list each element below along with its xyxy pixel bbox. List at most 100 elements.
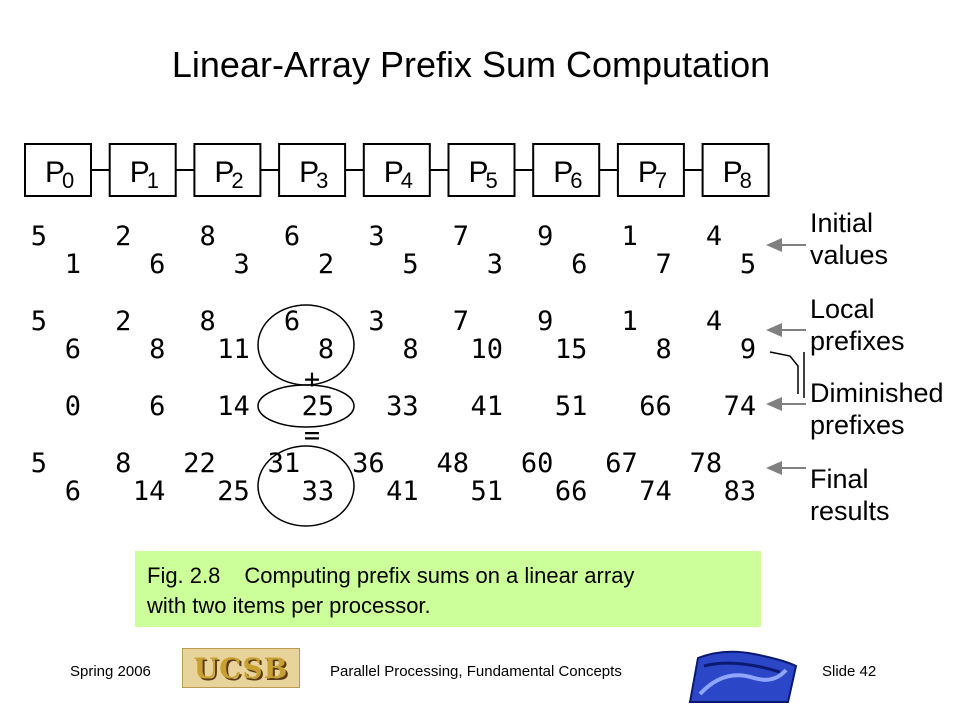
row2-bottom-7: 66 — [639, 391, 672, 422]
side-label-final-1: results — [810, 496, 890, 526]
row1-top-0: 5 — [31, 306, 47, 337]
side-label-initial-0: Initial — [810, 208, 873, 238]
processor-box-5 — [447, 143, 516, 197]
processor-label-2: P — [214, 156, 234, 189]
row3-top-1: 8 — [115, 448, 131, 479]
footer-course-title: Parallel Processing, Fundamental Concept… — [330, 663, 622, 680]
processor-subscript-4: 4 — [401, 168, 413, 193]
row0-top-6: 9 — [537, 221, 553, 252]
row2-bottom-5: 41 — [470, 391, 503, 422]
processor-subscript-0: 0 — [62, 168, 74, 193]
row1-top-2: 8 — [200, 306, 216, 337]
row0-bottom-5: 3 — [487, 249, 503, 280]
row3-top-8: 78 — [690, 448, 723, 479]
processor-subscript-6: 6 — [570, 168, 582, 193]
row0-top-0: 5 — [31, 221, 47, 252]
row0-top-4: 3 — [368, 221, 384, 252]
row-arrow-head-2 — [766, 397, 782, 411]
processor-label-0: P — [45, 156, 65, 189]
processor-label-3: P — [299, 156, 319, 189]
highlight-oval-1 — [257, 384, 355, 428]
row1-bottom-8: 9 — [740, 334, 756, 365]
row0-bottom-1: 6 — [149, 249, 165, 280]
equals-sign: = — [304, 420, 320, 451]
row3-top-2: 22 — [183, 448, 216, 479]
row1-top-7: 1 — [622, 306, 638, 337]
caption-figure-number: Fig. 2.8 — [147, 563, 221, 588]
row0-bottom-3: 2 — [318, 249, 334, 280]
row0-bottom-0: 1 — [65, 249, 81, 280]
processor-label-4: P — [384, 156, 404, 189]
side-label-diminished-0: Diminished — [810, 378, 944, 408]
row1-top-3: 6 — [284, 306, 300, 337]
row3-top-6: 60 — [521, 448, 554, 479]
shift-connector — [769, 351, 799, 394]
bparhami-logo-icon — [688, 650, 798, 703]
caption-text-1: Computing prefix sums on a linear array — [244, 563, 635, 588]
row0-top-2: 8 — [200, 221, 216, 252]
row2-bottom-0: 0 — [65, 391, 81, 422]
row0-top-8: 4 — [706, 221, 722, 252]
row-arrow-head-0 — [766, 238, 782, 252]
processor-box-6 — [532, 143, 601, 197]
highlight-oval-2 — [257, 445, 355, 527]
row0-top-1: 2 — [115, 221, 131, 252]
row3-top-3: 31 — [268, 448, 301, 479]
processor-box-0 — [24, 143, 92, 197]
processor-box-2 — [193, 143, 262, 197]
row3-bottom-7: 74 — [639, 476, 672, 507]
row-arrow-head-1 — [766, 323, 782, 337]
row3-bottom-4: 41 — [386, 476, 419, 507]
row3-top-7: 67 — [605, 448, 638, 479]
plus-sign: + — [304, 364, 320, 395]
row2-bottom-1: 6 — [149, 391, 165, 422]
ucsb-logo: UCSB — [182, 648, 300, 688]
row3-bottom-0: 6 — [65, 476, 81, 507]
processor-label-5: P — [469, 156, 489, 189]
processor-label-7: P — [638, 156, 658, 189]
row0-top-5: 7 — [453, 221, 469, 252]
row1-bottom-1: 8 — [149, 334, 165, 365]
side-labels: InitialvaluesLocalprefixesDiminishedpref… — [810, 208, 944, 526]
processor-subscript-5: 5 — [486, 168, 498, 193]
processor-subscript-8: 8 — [740, 168, 752, 193]
operator-marks: += — [304, 364, 320, 451]
row-arrow-head-3 — [766, 461, 782, 475]
side-label-initial-1: values — [810, 240, 888, 270]
processor-box-8 — [701, 143, 770, 197]
row3-top-0: 5 — [31, 448, 47, 479]
side-label-local-0: Local — [810, 294, 875, 324]
row3-bottom-6: 66 — [555, 476, 588, 507]
processor-box-7 — [616, 143, 685, 197]
processor-label-8: P — [723, 156, 743, 189]
processor-box-4 — [362, 143, 431, 197]
row1-bottom-3: 8 — [318, 334, 334, 365]
row0-top-3: 6 — [284, 221, 300, 252]
row1-bottom-6: 15 — [555, 334, 588, 365]
row1-bottom-4: 8 — [402, 334, 418, 365]
row3-bottom-3: 33 — [302, 476, 335, 507]
row1-top-5: 7 — [453, 306, 469, 337]
processor-subscript-1: 1 — [147, 168, 159, 193]
figure-caption: Fig. 2.8 Computing prefix sums on a linea… — [135, 551, 761, 627]
row0-bottom-6: 6 — [571, 249, 587, 280]
row1-top-8: 4 — [706, 306, 722, 337]
row1-top-6: 9 — [537, 306, 553, 337]
row2-bottom-6: 51 — [555, 391, 588, 422]
highlight-ovals — [257, 304, 355, 527]
side-label-final-0: Final — [810, 464, 869, 494]
row1-bottom-0: 6 — [65, 334, 81, 365]
row2-bottom-2: 14 — [217, 391, 250, 422]
row0-bottom-4: 5 — [402, 249, 418, 280]
row1-top-4: 3 — [368, 306, 384, 337]
side-label-diminished-1: prefixes — [810, 410, 905, 440]
row1-top-1: 2 — [115, 306, 131, 337]
slide-title: Linear-Array Prefix Sum Computation — [171, 44, 771, 85]
row0-bottom-7: 7 — [656, 249, 672, 280]
footer-slide-number: Slide 42 — [822, 663, 877, 680]
row3-top-5: 48 — [436, 448, 469, 479]
processor-label-6: P — [553, 156, 573, 189]
